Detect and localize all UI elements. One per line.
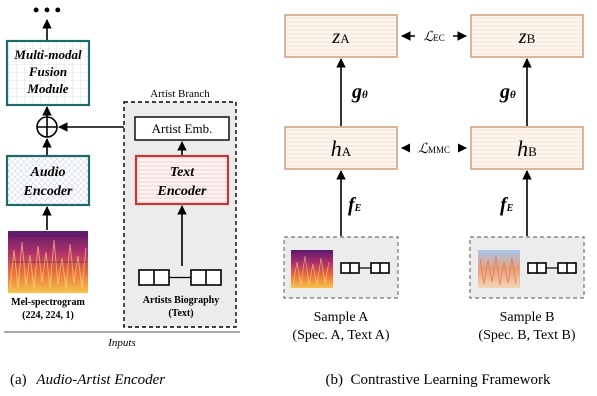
f-e-a-sub: E — [354, 203, 362, 214]
z-a-sub: A — [340, 31, 350, 46]
caption-a: (a) Audio-Artist Encoder — [10, 372, 165, 388]
h-b-sub: B — [528, 144, 537, 159]
artist-emb-label: Artist Emb. — [152, 121, 213, 136]
sample-a-input — [283, 236, 399, 299]
g-theta-a: gθ — [351, 81, 368, 103]
h-b-box: hB — [470, 126, 584, 170]
caption-b: (b) Contrastive Learning Framework — [326, 372, 551, 388]
fusion-label-line1: Multi-modal — [13, 47, 82, 62]
f-e-b-sub: E — [506, 203, 514, 214]
audio-encoder-line1: Audio — [29, 165, 65, 180]
spectrogram-b-thumbnail — [478, 250, 520, 288]
continuation-dots: • • • — [33, 0, 61, 20]
sample-a-label-line2: (Spec. A, Text A) — [292, 328, 389, 343]
h-b-main: h — [517, 136, 528, 161]
z-a-main: z — [331, 26, 340, 48]
loss-ec: ℒEC — [423, 30, 445, 45]
text-encoder-line2: Encoder — [157, 184, 208, 199]
sample-b-input — [469, 236, 585, 299]
z-b-box: zB — [470, 14, 584, 58]
h-a-main: h — [331, 136, 342, 161]
sample-a-label-line1: Sample A — [314, 310, 370, 325]
biography-label-line1: Artists Biography — [143, 295, 219, 306]
g-theta-a-main: g — [351, 81, 362, 103]
f-e-b: fE — [500, 194, 514, 216]
text-a-tokens-icon — [340, 262, 390, 274]
fusion-label-line2: Fusion — [28, 64, 67, 79]
loss-ec-label-bg — [415, 27, 453, 45]
h-a-box: hA — [284, 126, 398, 170]
sample-b-label-line1: Sample B — [500, 310, 555, 325]
sample-b-label-line2: (Spec. B, Text B) — [478, 328, 575, 343]
plus-icon — [36, 116, 58, 138]
f-e-a-main: f — [348, 194, 357, 216]
text-encoder-line1: Text — [170, 165, 195, 180]
fusion-label-line3: Module — [26, 81, 68, 96]
h-a-sub: A — [342, 144, 352, 159]
loss-mmc: ℒMMC — [418, 142, 450, 157]
z-b-main: z — [518, 26, 527, 48]
audio-encoder: Audio Encoder — [5, 154, 91, 207]
g-theta-b-sub: θ — [510, 89, 516, 101]
caption-a-prefix: (a) — [10, 372, 27, 388]
f-e-a: fE — [348, 194, 362, 216]
text-tokens-icon — [138, 269, 222, 286]
audio-encoder-line2: Encoder — [23, 184, 74, 199]
loss-mmc-sub: MMC — [428, 145, 450, 155]
svg-text:zB: zB — [518, 26, 536, 48]
loss-ec-main: ℒ — [423, 30, 434, 45]
svg-text:hB: hB — [517, 136, 537, 161]
svg-text:hA: hA — [331, 136, 352, 161]
artist-embedding-box: Artist Emb. — [134, 116, 230, 141]
f-e-b-main: f — [500, 194, 509, 216]
text-b-tokens-icon — [527, 262, 577, 274]
text-encoder: Text Encoder — [134, 154, 230, 206]
loss-mmc-label-bg — [410, 139, 458, 157]
mel-label-line2: (224, 224, 1) — [22, 310, 74, 321]
g-theta-b: gθ — [499, 81, 516, 103]
loss-ec-sub: EC — [433, 33, 445, 43]
artist-branch-label: Artist Branch — [150, 88, 210, 100]
loss-mmc-main: ℒ — [418, 142, 429, 157]
fusion-module: Multi-modal Fusion Module — [5, 39, 91, 107]
mel-label-line1: Mel-spectrogram — [11, 297, 85, 308]
z-b-sub: B — [527, 31, 536, 46]
mel-spectrogram-image — [8, 231, 88, 293]
biography-label-line2: (Text) — [168, 308, 193, 319]
inputs-label: Inputs — [107, 337, 136, 349]
svg-text:zA: zA — [331, 26, 350, 48]
z-a-box: zA — [284, 14, 398, 58]
g-theta-a-sub: θ — [362, 89, 368, 101]
caption-a-text: Audio-Artist Encoder — [35, 372, 165, 388]
g-theta-b-main: g — [499, 81, 510, 103]
